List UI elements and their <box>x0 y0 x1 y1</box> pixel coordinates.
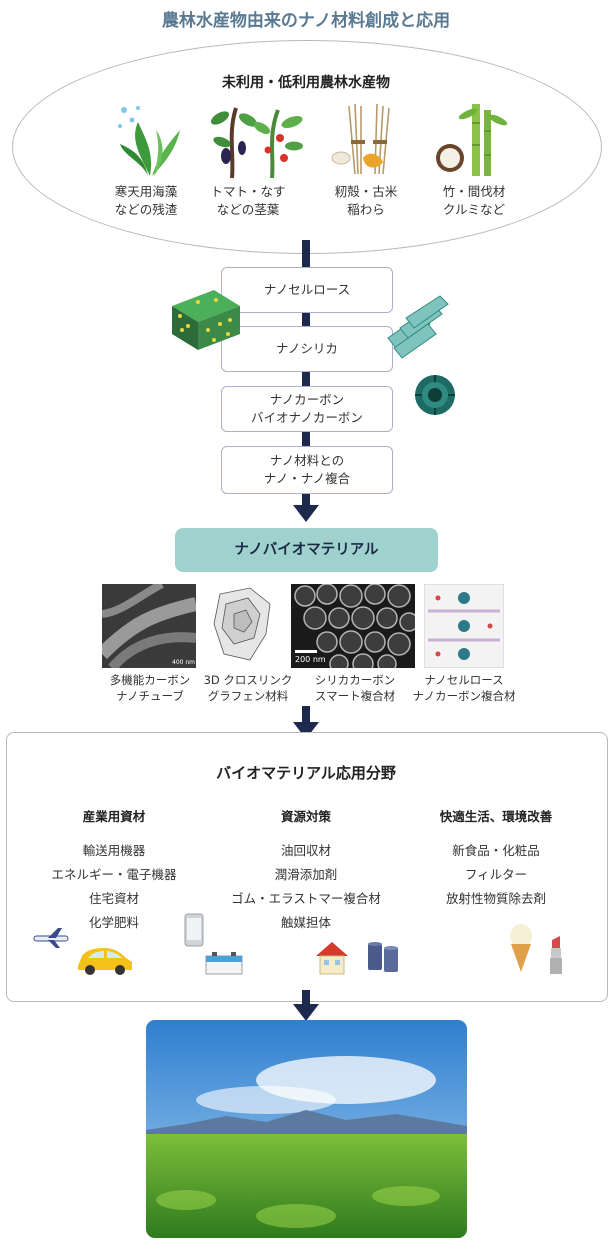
source-line: 稲わら <box>347 202 385 217</box>
nanobiomaterial-label: ナノバイオマテリアル <box>175 528 438 572</box>
house-icon <box>316 942 348 975</box>
nano-step-line: ナノセルロース <box>263 282 351 297</box>
nanocellulose-icon <box>172 290 240 350</box>
resource-item: 触媒担体 <box>280 915 331 930</box>
nano-step-line: ナノ材料との <box>269 453 345 468</box>
lipstick-icon <box>550 936 562 974</box>
material-line: ナノチューブ <box>116 689 184 703</box>
source-label-bamboo: 竹・間伐材 クルミなど <box>414 183 534 219</box>
material-label-cnt: 多機能カーボン ナノチューブ <box>98 672 202 704</box>
nano-step-silica: ナノシリカ <box>221 326 393 372</box>
farmland-photo <box>146 1020 467 1238</box>
column-industrial-title: 産業用資材 <box>82 809 146 824</box>
nano-step-line: バイオナノカーボン <box>251 410 363 425</box>
industrial-item: 住宅資材 <box>88 891 139 906</box>
source-label-seaweed: 寒天用海藻 などの残渣 <box>86 183 206 219</box>
material-label-cellulose: ナノセルロース ナノカーボン複合材 <box>404 672 524 704</box>
resource-item: 油回収材 <box>280 843 331 858</box>
source-line: などの茎葉 <box>216 202 280 217</box>
cnt-micrograph-image: 400 nm <box>102 584 196 668</box>
material-line: ナノセルロース <box>424 673 504 687</box>
cellulose-carbon-image <box>424 584 504 668</box>
column-life-title: 快適生活、環境改善 <box>439 809 553 824</box>
life-item: 新食品・化粧品 <box>452 843 540 858</box>
column-resource-title: 資源対策 <box>280 809 331 824</box>
life-item: フィルター <box>464 867 528 882</box>
sources-heading: 未利用・低利用農林水産物 <box>222 75 390 91</box>
flow-arrow-3 <box>293 1004 319 1021</box>
material-line: グラフェン材料 <box>207 689 289 703</box>
source-line: 籾殻・古米 <box>334 184 398 199</box>
source-line: トマト・なす <box>210 184 286 199</box>
ice-cream-icon <box>510 924 532 972</box>
source-label-rice: 籾殻・古米 稲わら <box>306 183 426 219</box>
industrial-item: 化学肥料 <box>88 915 139 930</box>
silica-carbon-image: 200 nm <box>291 584 415 668</box>
nanosilica-icon <box>387 295 449 359</box>
source-line: クルミなど <box>442 202 506 217</box>
flow-line-1 <box>302 240 310 508</box>
battery-icon <box>205 952 243 975</box>
seaweed-icon <box>118 106 180 176</box>
material-line: 3D クロスリンク <box>203 673 293 687</box>
applications-heading: バイオマテリアル応用分野 <box>216 764 396 782</box>
source-line: 竹・間伐材 <box>442 184 506 199</box>
page-title: 農林水産物由来のナノ材料創成と応用 <box>161 11 451 31</box>
oil-drum-icon <box>368 942 398 972</box>
material-line: ナノカーボン複合材 <box>412 689 516 703</box>
resource-item: 潤滑添加剤 <box>274 867 338 882</box>
material-line: 多機能カーボン <box>109 673 191 687</box>
airplane-icon <box>33 928 69 948</box>
nano-step-line: ナノシリカ <box>276 341 338 356</box>
tomato-plant-icon <box>210 107 303 179</box>
car-icon <box>78 948 132 975</box>
flow-line-3 <box>302 990 310 1006</box>
source-line: などの残渣 <box>114 202 178 217</box>
flow-line-2 <box>302 706 310 724</box>
flow-arrow-1 <box>293 505 319 522</box>
phone-icon <box>184 913 204 947</box>
graphene-network-image <box>210 584 280 668</box>
material-label-silica: シリカカーボン スマート複合材 <box>298 672 412 704</box>
industrial-item: 輸送用機器 <box>82 843 146 858</box>
material-label-graphene: 3D クロスリンク グラフェン材料 <box>196 672 300 704</box>
scale-label: 400 nm <box>172 659 195 666</box>
nano-step-carbon: ナノカーボン バイオナノカーボン <box>221 386 393 432</box>
nano-step-line: ナノ・ナノ複合 <box>263 471 351 486</box>
rice-straw-icon <box>331 103 390 175</box>
material-line: シリカカーボン <box>314 673 396 687</box>
material-line: スマート複合材 <box>314 689 396 703</box>
nanocarbon-icon <box>415 375 455 415</box>
industrial-item: エネルギー・電子機器 <box>51 867 177 882</box>
nano-step-line: ナノカーボン <box>269 392 345 407</box>
source-line: 寒天用海藻 <box>114 184 178 199</box>
nano-step-composite: ナノ材料との ナノ・ナノ複合 <box>221 446 393 494</box>
scale-label: 200 nm <box>295 655 326 664</box>
source-label-tomato: トマト・なす などの茎葉 <box>188 183 308 219</box>
sources-ellipse <box>12 40 602 254</box>
nano-step-cellulose: ナノセルロース <box>221 267 393 313</box>
bamboo-coconut-icon <box>436 104 508 176</box>
life-item: 放射性物質除去剤 <box>445 891 546 906</box>
resource-item: ゴム・エラストマー複合材 <box>231 891 381 906</box>
